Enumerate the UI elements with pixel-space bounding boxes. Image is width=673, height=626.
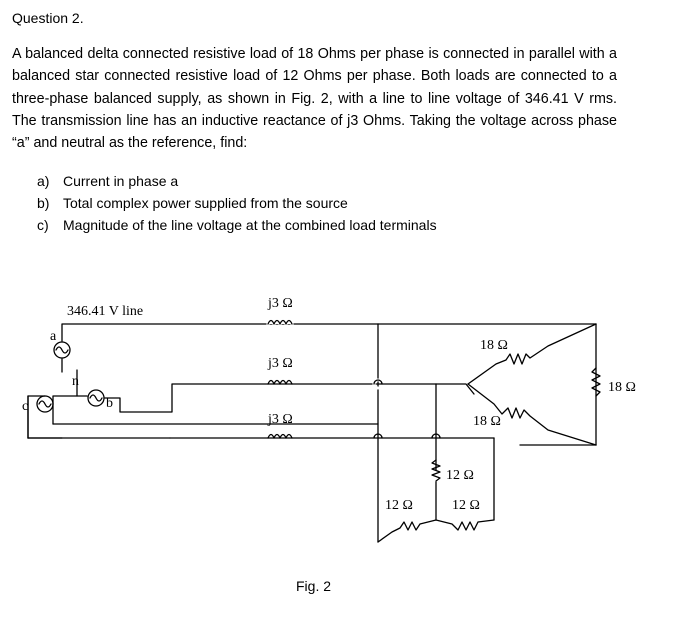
wire-crossings bbox=[372, 378, 441, 439]
star-resistor-label-2: 12 Ω bbox=[385, 498, 413, 513]
star-resistor-label-1: 12 Ω bbox=[446, 468, 474, 483]
line-reactance-label-c: j3 Ω bbox=[267, 412, 293, 427]
line-reactance-label-b: j3 Ω bbox=[267, 356, 293, 371]
delta-load bbox=[467, 323, 601, 446]
question-text: A balanced delta connected resistive loa… bbox=[12, 46, 617, 152]
node-label-c: c bbox=[22, 399, 28, 414]
node-label-a: a bbox=[50, 329, 57, 344]
sub-question-c: c)Magnitude of the line voltage at the c… bbox=[37, 217, 437, 233]
supply-wiring bbox=[27, 323, 379, 439]
line-inductor-c bbox=[267, 433, 293, 439]
figure-caption: Fig. 2 bbox=[296, 578, 331, 594]
node-label-b: b bbox=[106, 396, 113, 411]
source-a bbox=[53, 341, 71, 359]
supply-voltage-label: 346.41 V line bbox=[67, 304, 143, 319]
line-inductor-b bbox=[267, 379, 293, 385]
delta-resistor-label-3: 18 Ω bbox=[473, 414, 501, 429]
star-load bbox=[377, 459, 495, 543]
line-inductor-a bbox=[266, 319, 294, 326]
node-label-n: n bbox=[72, 374, 79, 389]
question-title: Question 2. bbox=[12, 10, 84, 26]
sub-question-a: a)Current in phase a bbox=[37, 173, 179, 189]
delta-resistor-label-1: 18 Ω bbox=[480, 338, 508, 353]
source-c bbox=[36, 395, 54, 413]
source-b bbox=[87, 389, 105, 407]
line-reactance-label-a: j3 Ω bbox=[267, 296, 293, 311]
sub-question-b: b)Total complex power supplied from the … bbox=[37, 195, 348, 211]
load-buses bbox=[377, 323, 597, 543]
star-resistor-label-3: 12 Ω bbox=[452, 498, 480, 513]
sub-question-list: a)Current in phase a b)Total complex pow… bbox=[37, 170, 437, 236]
delta-resistor-label-2: 18 Ω bbox=[608, 380, 636, 395]
